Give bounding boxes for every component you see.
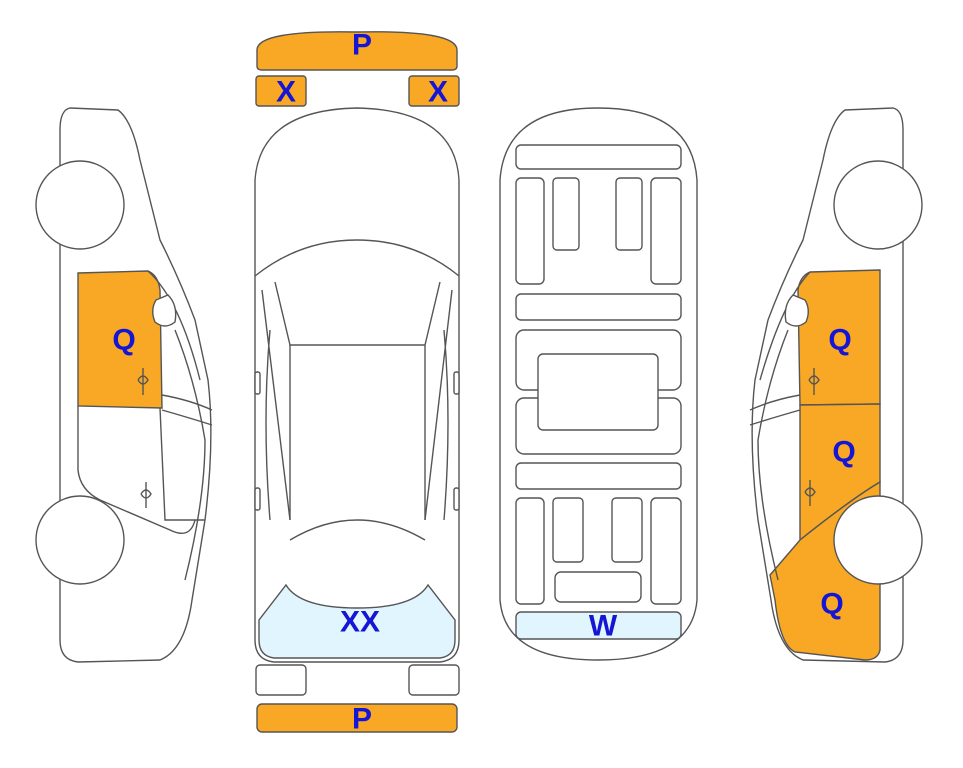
left-window-line xyxy=(161,394,213,426)
left-rear-door-line xyxy=(159,407,205,521)
left-front-wheel xyxy=(35,160,125,250)
underside-front-left-mount xyxy=(552,177,580,251)
top-view: P X X XX P xyxy=(254,29,460,736)
left-door-handle-top xyxy=(254,487,261,511)
underside-exhaust-box xyxy=(554,571,642,603)
underside-rear-right-rail xyxy=(650,497,682,605)
right-rear-door-handle[interactable] xyxy=(804,480,816,506)
right-door-handle-top xyxy=(453,487,460,511)
left-front-window xyxy=(147,270,201,381)
right-side-mirror xyxy=(784,294,809,327)
underside-rear-left-mount xyxy=(552,497,584,563)
underside-mid-front-bar xyxy=(515,293,682,321)
underside-rear-right-mount xyxy=(611,497,643,563)
left-rear-wheel xyxy=(35,495,125,585)
rear-bumper-panel[interactable] xyxy=(256,703,458,733)
left-side-sill-line xyxy=(77,406,196,534)
right-roof-line xyxy=(757,329,789,581)
front-bumper-label: P xyxy=(352,29,372,62)
windshield-glass-panel[interactable] xyxy=(258,583,456,659)
right-headlight-label: X xyxy=(428,76,448,109)
right-headlight-panel[interactable] xyxy=(408,75,460,107)
underside-front-right-mount xyxy=(615,177,643,251)
right-front-door-handle[interactable] xyxy=(808,368,820,395)
left-headlight-label: X xyxy=(276,76,296,109)
underside-rear-left-rail xyxy=(515,497,545,605)
underside-center-plate xyxy=(537,353,659,431)
right-mirror-top xyxy=(453,371,460,395)
left-side-mirror xyxy=(152,294,177,327)
underside-front-left-rail xyxy=(515,177,545,285)
left-rear-door-handle[interactable] xyxy=(140,482,152,508)
rear-bumper-label: P xyxy=(352,703,372,736)
right-front-wheel xyxy=(833,160,923,250)
right-rear-quarter-label: Q xyxy=(820,588,843,621)
left-front-door-handle[interactable] xyxy=(137,368,149,395)
right-taillight[interactable] xyxy=(408,664,460,696)
left-headlight-panel[interactable] xyxy=(255,75,307,107)
hood-line xyxy=(254,239,460,277)
underside-rear-panel-label: W xyxy=(589,610,618,643)
front-bumper-panel[interactable] xyxy=(256,31,458,71)
right-front-door-label: Q xyxy=(828,324,851,357)
underside-front-right-rail xyxy=(650,177,682,285)
left-front-door-label: Q xyxy=(112,324,135,357)
top-view-body-outline xyxy=(254,107,460,663)
rear-window-line xyxy=(289,519,426,541)
left-roof-line xyxy=(174,329,206,581)
roof-outline xyxy=(289,345,426,520)
right-window-line xyxy=(749,394,801,426)
underside-rear-panel[interactable] xyxy=(515,611,682,640)
underside-view: W xyxy=(499,107,698,661)
underside-mid-rear-bar xyxy=(515,462,682,490)
right-rear-wheel xyxy=(833,495,923,585)
left-mirror-top xyxy=(254,371,261,395)
left-side-view: Q xyxy=(35,107,213,663)
left-taillight[interactable] xyxy=(255,664,307,696)
right-front-window xyxy=(759,271,811,381)
right-rear-door-label: Q xyxy=(832,436,855,469)
a-pillar-lines xyxy=(261,289,453,521)
front-windshield-line xyxy=(274,281,441,346)
windshield-label: XX xyxy=(340,606,380,639)
underside-front-crossmember xyxy=(515,144,682,170)
right-side-view: Q Q Q xyxy=(749,107,923,663)
